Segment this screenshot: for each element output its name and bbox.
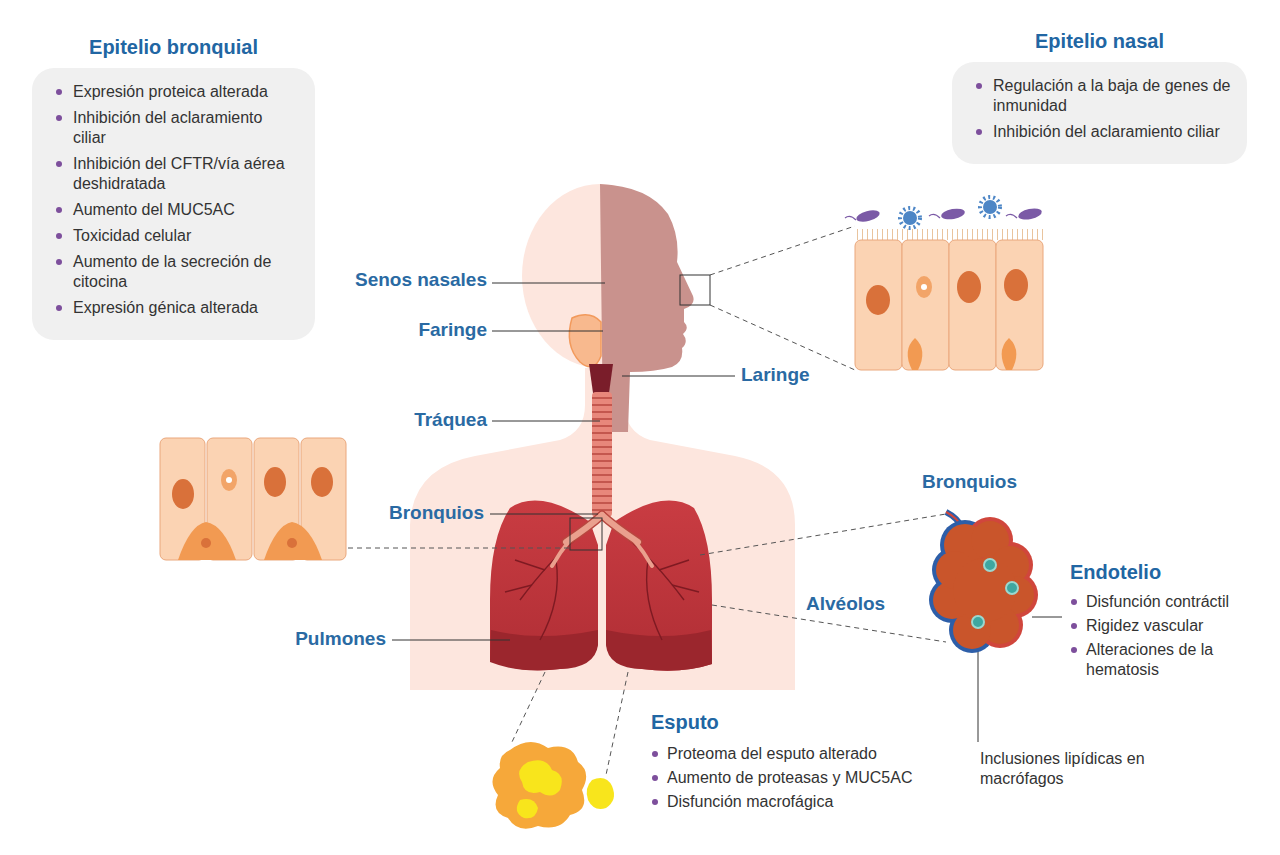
nasal-epithelium — [845, 197, 1044, 370]
anatomy-label: Alvéolos — [806, 593, 885, 615]
info-panel: Epitelio bronquialExpresión proteica alt… — [32, 68, 315, 340]
leader-lines — [348, 226, 1062, 775]
bullet-item: Disfunción contráctil — [1068, 592, 1256, 612]
anatomy-label: Tráquea — [414, 409, 487, 431]
anatomy-label: Bronquios — [389, 502, 484, 524]
anatomy-label: Pulmones — [295, 628, 386, 650]
bullet-item: Rigidez vascular — [1068, 616, 1256, 636]
bullet-item: Disfunción macrofágica — [649, 792, 917, 812]
bullet-item: Aumento de proteasas y MUC5AC — [649, 768, 917, 788]
note-label: Inclusiones lipídicas en macrófagos — [980, 749, 1148, 789]
anatomy-label: Bronquios — [922, 471, 1017, 493]
bullet-item: Inhibición del aclaramiento ciliar — [54, 108, 299, 148]
bronchial-epithelium — [160, 438, 346, 560]
bullet-item: Regulación a la baja de genes de inmunid… — [974, 76, 1231, 116]
section-heading: Endotelio — [1070, 561, 1161, 584]
bullet-item: Aumento del MUC5AC — [54, 200, 299, 220]
alveolus — [929, 512, 1038, 653]
bullet-item: Toxicidad celular — [54, 226, 299, 246]
bullet-item: Expresión génica alterada — [54, 298, 299, 318]
anatomy-label: Laringe — [741, 364, 810, 386]
panel-heading: Epitelio bronquial — [2, 36, 345, 59]
anatomy-label: Senos nasales — [355, 269, 487, 291]
info-panel: Epitelio nasalRegulación a la baja de ge… — [952, 62, 1247, 164]
bullet-item: Inhibición del aclaramiento ciliar — [974, 122, 1231, 142]
bullet-item: Alteraciones de la hematosis — [1068, 640, 1256, 680]
anatomy-label: Faringe — [418, 319, 487, 341]
panel-heading: Epitelio nasal — [922, 30, 1277, 53]
lungs — [490, 501, 712, 671]
sputum — [492, 742, 614, 829]
bullet-item: Inhibición del CFTR/vía aérea deshidrata… — [54, 154, 299, 194]
bullet-item: Aumento de la secreción de citocina — [54, 252, 299, 292]
body-silhouette — [410, 184, 795, 690]
bullet-item: Expresión proteica alterada — [54, 82, 299, 102]
section-heading: Esputo — [651, 711, 719, 734]
bullet-item: Proteoma del esputo alterado — [649, 744, 917, 764]
